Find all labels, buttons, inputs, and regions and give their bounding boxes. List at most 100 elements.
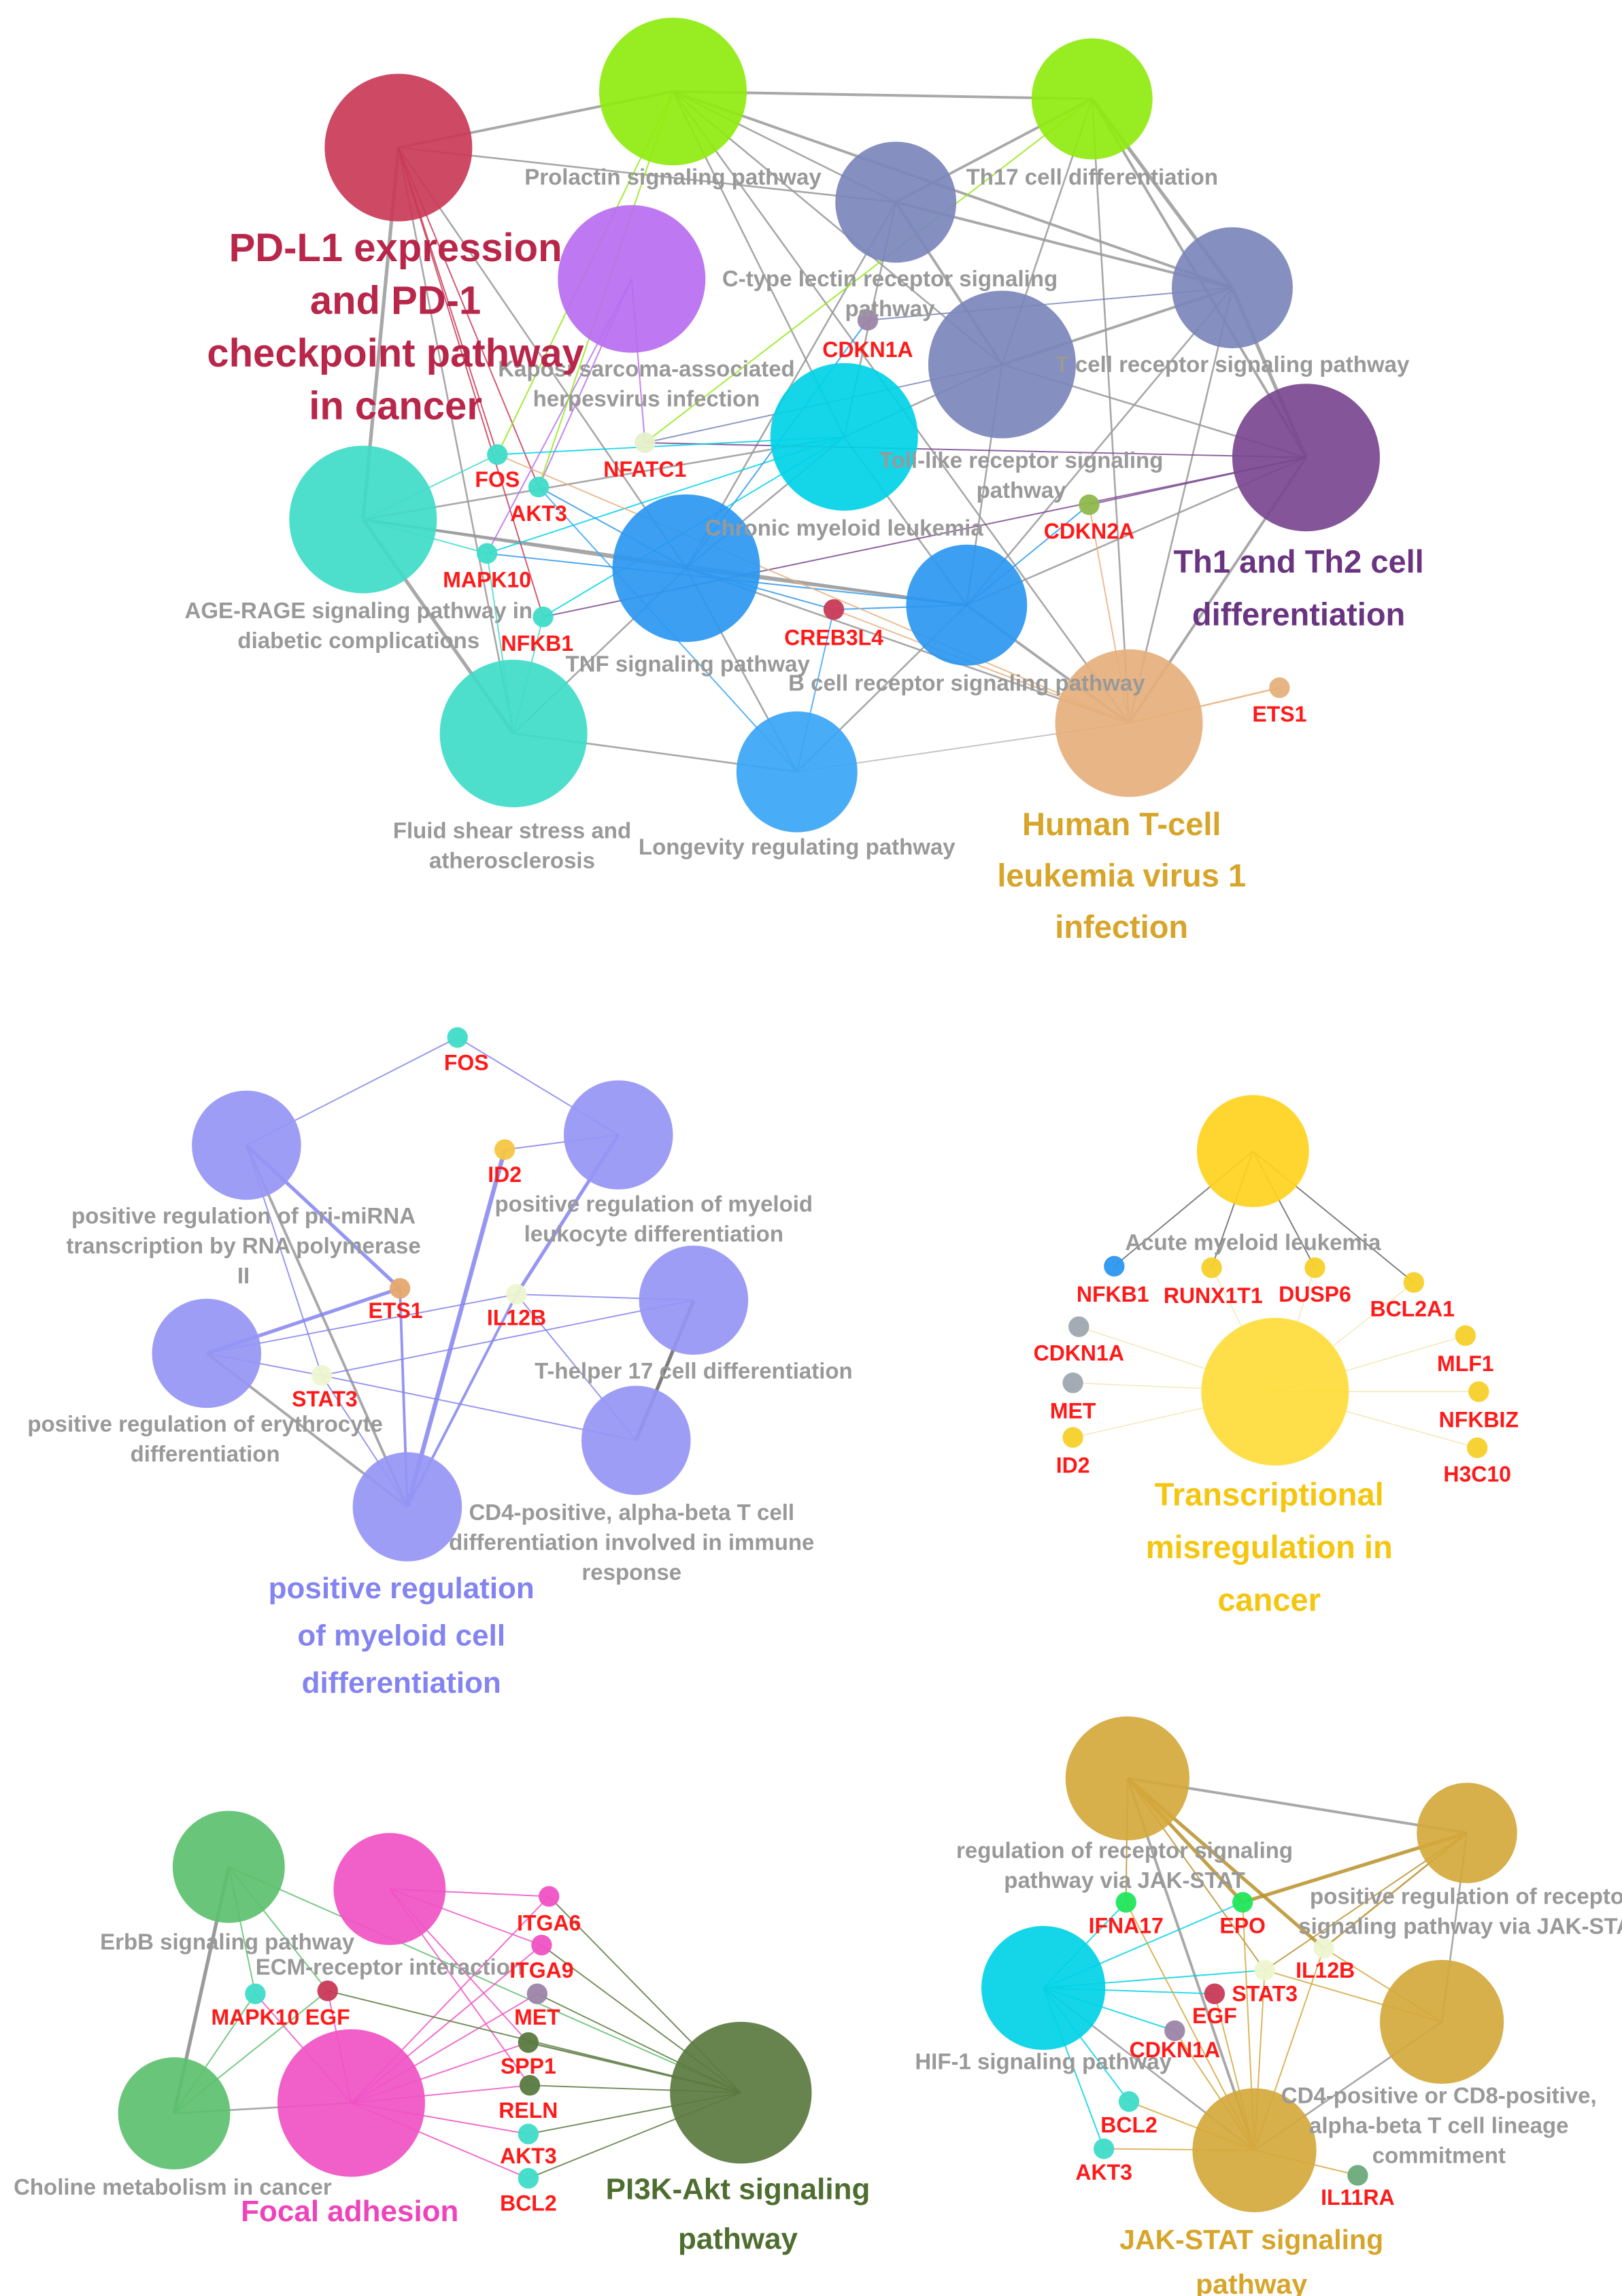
network-nodes (118, 18, 1517, 2212)
gene-label-il12b: IL12B (487, 1306, 546, 1330)
gene-label-fos: FOS (475, 467, 520, 492)
gene-label-akt3: AKT3 (510, 501, 567, 526)
cluster-title-htlv_title-line: Human T-cell (1022, 806, 1221, 842)
node-label-ctl-line: C-type lectin receptor signaling (722, 266, 1058, 291)
gene-node-akt3b (518, 2123, 539, 2145)
gene-label-cdkn1ab: CDKN1A (1034, 1341, 1124, 1366)
gene-node-h3c10 (1466, 1437, 1488, 1458)
gene-node-ets1 (1269, 677, 1290, 698)
gene-node-itga6 (539, 1886, 560, 1907)
pathway-node-cd4cd8 (1379, 1959, 1504, 2084)
pathway-node-myeloid_main (352, 1452, 462, 1561)
gene-label-bcl2a1: BCL2A1 (1370, 1297, 1454, 1321)
gene-node-creb3l4 (823, 599, 845, 620)
edge-myeloid_main-id2 (405, 1149, 507, 1508)
node-label-tcr: T cell receptor signaling pathway (1055, 352, 1410, 377)
pathway-node-cd4ab (581, 1385, 691, 1496)
gene-label-id2b: ID2 (1056, 1453, 1090, 1478)
gene-label-bcl2b: BCL2 (500, 2191, 557, 2216)
node-label-th17-line: Th17 cell differentiation (966, 164, 1218, 189)
gene-label-ets1b: ETS1 (369, 1298, 423, 1323)
pathway-node-fluid (439, 659, 588, 807)
edge-tcr-htlv (1128, 287, 1234, 724)
cluster-title-pi3k_title-line: PI3K-Akt signaling (606, 2172, 871, 2206)
node-label-cd4cd8-line: alpha-beta T cell lineage (1309, 2112, 1568, 2138)
gene-label-creb3l4: CREB3L4 (784, 625, 883, 649)
node-label-hif: HIF-1 signaling pathway (915, 2048, 1172, 2074)
node-label-aml: Acute myeloid leukemia (1125, 1230, 1381, 1255)
node-label-erythro-line: differentiation (131, 1441, 280, 1466)
node-label-primirna-line: transcription by RNA polymerase (66, 1233, 420, 1258)
gene-label-itga6: ITGA6 (517, 1910, 581, 1935)
edge-pdl1-nfkb1 (397, 147, 544, 618)
cluster-title-trans_title-line: misregulation in (1146, 1529, 1393, 1565)
gene-label-il11ra: IL11RA (1321, 2185, 1394, 2210)
node-label-bcr: B cell receptor signaling pathway (788, 671, 1145, 696)
gene-label-il12bc: IL12B (1296, 1958, 1355, 1982)
node-label-aml-line: Acute myeloid leukemia (1125, 1230, 1381, 1255)
gene-node-nfkb1b (1104, 1255, 1125, 1277)
node-label-age-line: AGE-RAGE signaling pathway in (185, 598, 533, 623)
gene-node-cdkn1a (857, 309, 879, 331)
pathway-node-aml (1196, 1095, 1309, 1208)
node-label-cd4ab-line: response (581, 1559, 681, 1585)
node-label-fluid-line: Fluid shear stress and (393, 818, 631, 843)
gene-label-fos2: FOS (444, 1050, 489, 1075)
gene-label-egfb: EGF (305, 2005, 350, 2029)
gene-node-ifna17 (1115, 1891, 1136, 1913)
gene-label-nfkb1b: NFKB1 (1077, 1282, 1149, 1306)
edge-th1-nfatc1 (645, 442, 1306, 458)
node-label-ctl-line: pathway (845, 296, 935, 321)
gene-node-il12b (506, 1283, 527, 1305)
node-label-th17d-line: T-helper 17 cell differentiation (535, 1358, 853, 1383)
node-label-long-line: Longevity regulating pathway (639, 834, 956, 859)
gene-label-ets1: ETS1 (1252, 702, 1306, 726)
cluster-title-trans_title-line: cancer (1217, 1581, 1321, 1617)
gene-label-akt3b: AKT3 (500, 2144, 557, 2168)
node-label-choline: Choline metabolism in cancer (14, 2174, 332, 2199)
pathway-node-pi3k (670, 2021, 812, 2164)
pathway-node-prr (1417, 1783, 1517, 1883)
edge-pdl1-cml (397, 147, 688, 569)
node-label-th17: Th17 cell differentiation (966, 164, 1218, 189)
pathway-node-primirna (192, 1090, 301, 1200)
pathway-node-age (289, 445, 437, 594)
pathway-node-focal (277, 2029, 425, 2177)
gene-node-fos (487, 444, 508, 465)
gene-node-id2b (1062, 1427, 1083, 1448)
gene-node-egfc (1204, 1983, 1226, 2004)
edge-rrs-jak (1126, 1778, 1256, 2151)
pathway-node-th17d (639, 1245, 749, 1355)
edge-kshv-age (362, 436, 845, 521)
pathway-node-ksh_purple (558, 205, 706, 353)
gene-label-cdkn2a: CDKN2A (1044, 519, 1134, 543)
edge-primirna-myeloid_main (245, 1145, 409, 1508)
gene-node-itga9 (531, 1934, 552, 1956)
pathway-node-long (736, 711, 858, 832)
cluster-title-pdl1_title-line: checkpoint pathway (207, 331, 584, 375)
gene-node-nfatc1 (635, 432, 656, 454)
cluster-title-focal_title: Focal adhesion (241, 2195, 458, 2228)
gene-node-bcl2c (1118, 2091, 1140, 2112)
pathway-node-ecm (333, 1833, 446, 1946)
gene-node-id2 (494, 1139, 516, 1160)
gene-label-met: MET (1050, 1398, 1096, 1423)
node-label-myeloid_leuk-line: leukocyte differentiation (524, 1221, 783, 1247)
gene-label-runx1t1: RUNX1T1 (1164, 1283, 1263, 1308)
gene-label-h3c10: H3C10 (1443, 1462, 1511, 1487)
gene-node-mlf1 (1455, 1325, 1476, 1347)
pathway-node-kshv (770, 362, 918, 511)
pathway-node-htlv (1055, 649, 1203, 797)
pathway-node-choline (118, 2057, 231, 2170)
node-label-cd4cd8: CD4-positive or CD8-positive,alpha-beta … (1281, 2082, 1597, 2167)
gene-label-cdkn1a: CDKN1A (822, 337, 913, 362)
node-label-choline-line: Choline metabolism in cancer (14, 2174, 332, 2199)
